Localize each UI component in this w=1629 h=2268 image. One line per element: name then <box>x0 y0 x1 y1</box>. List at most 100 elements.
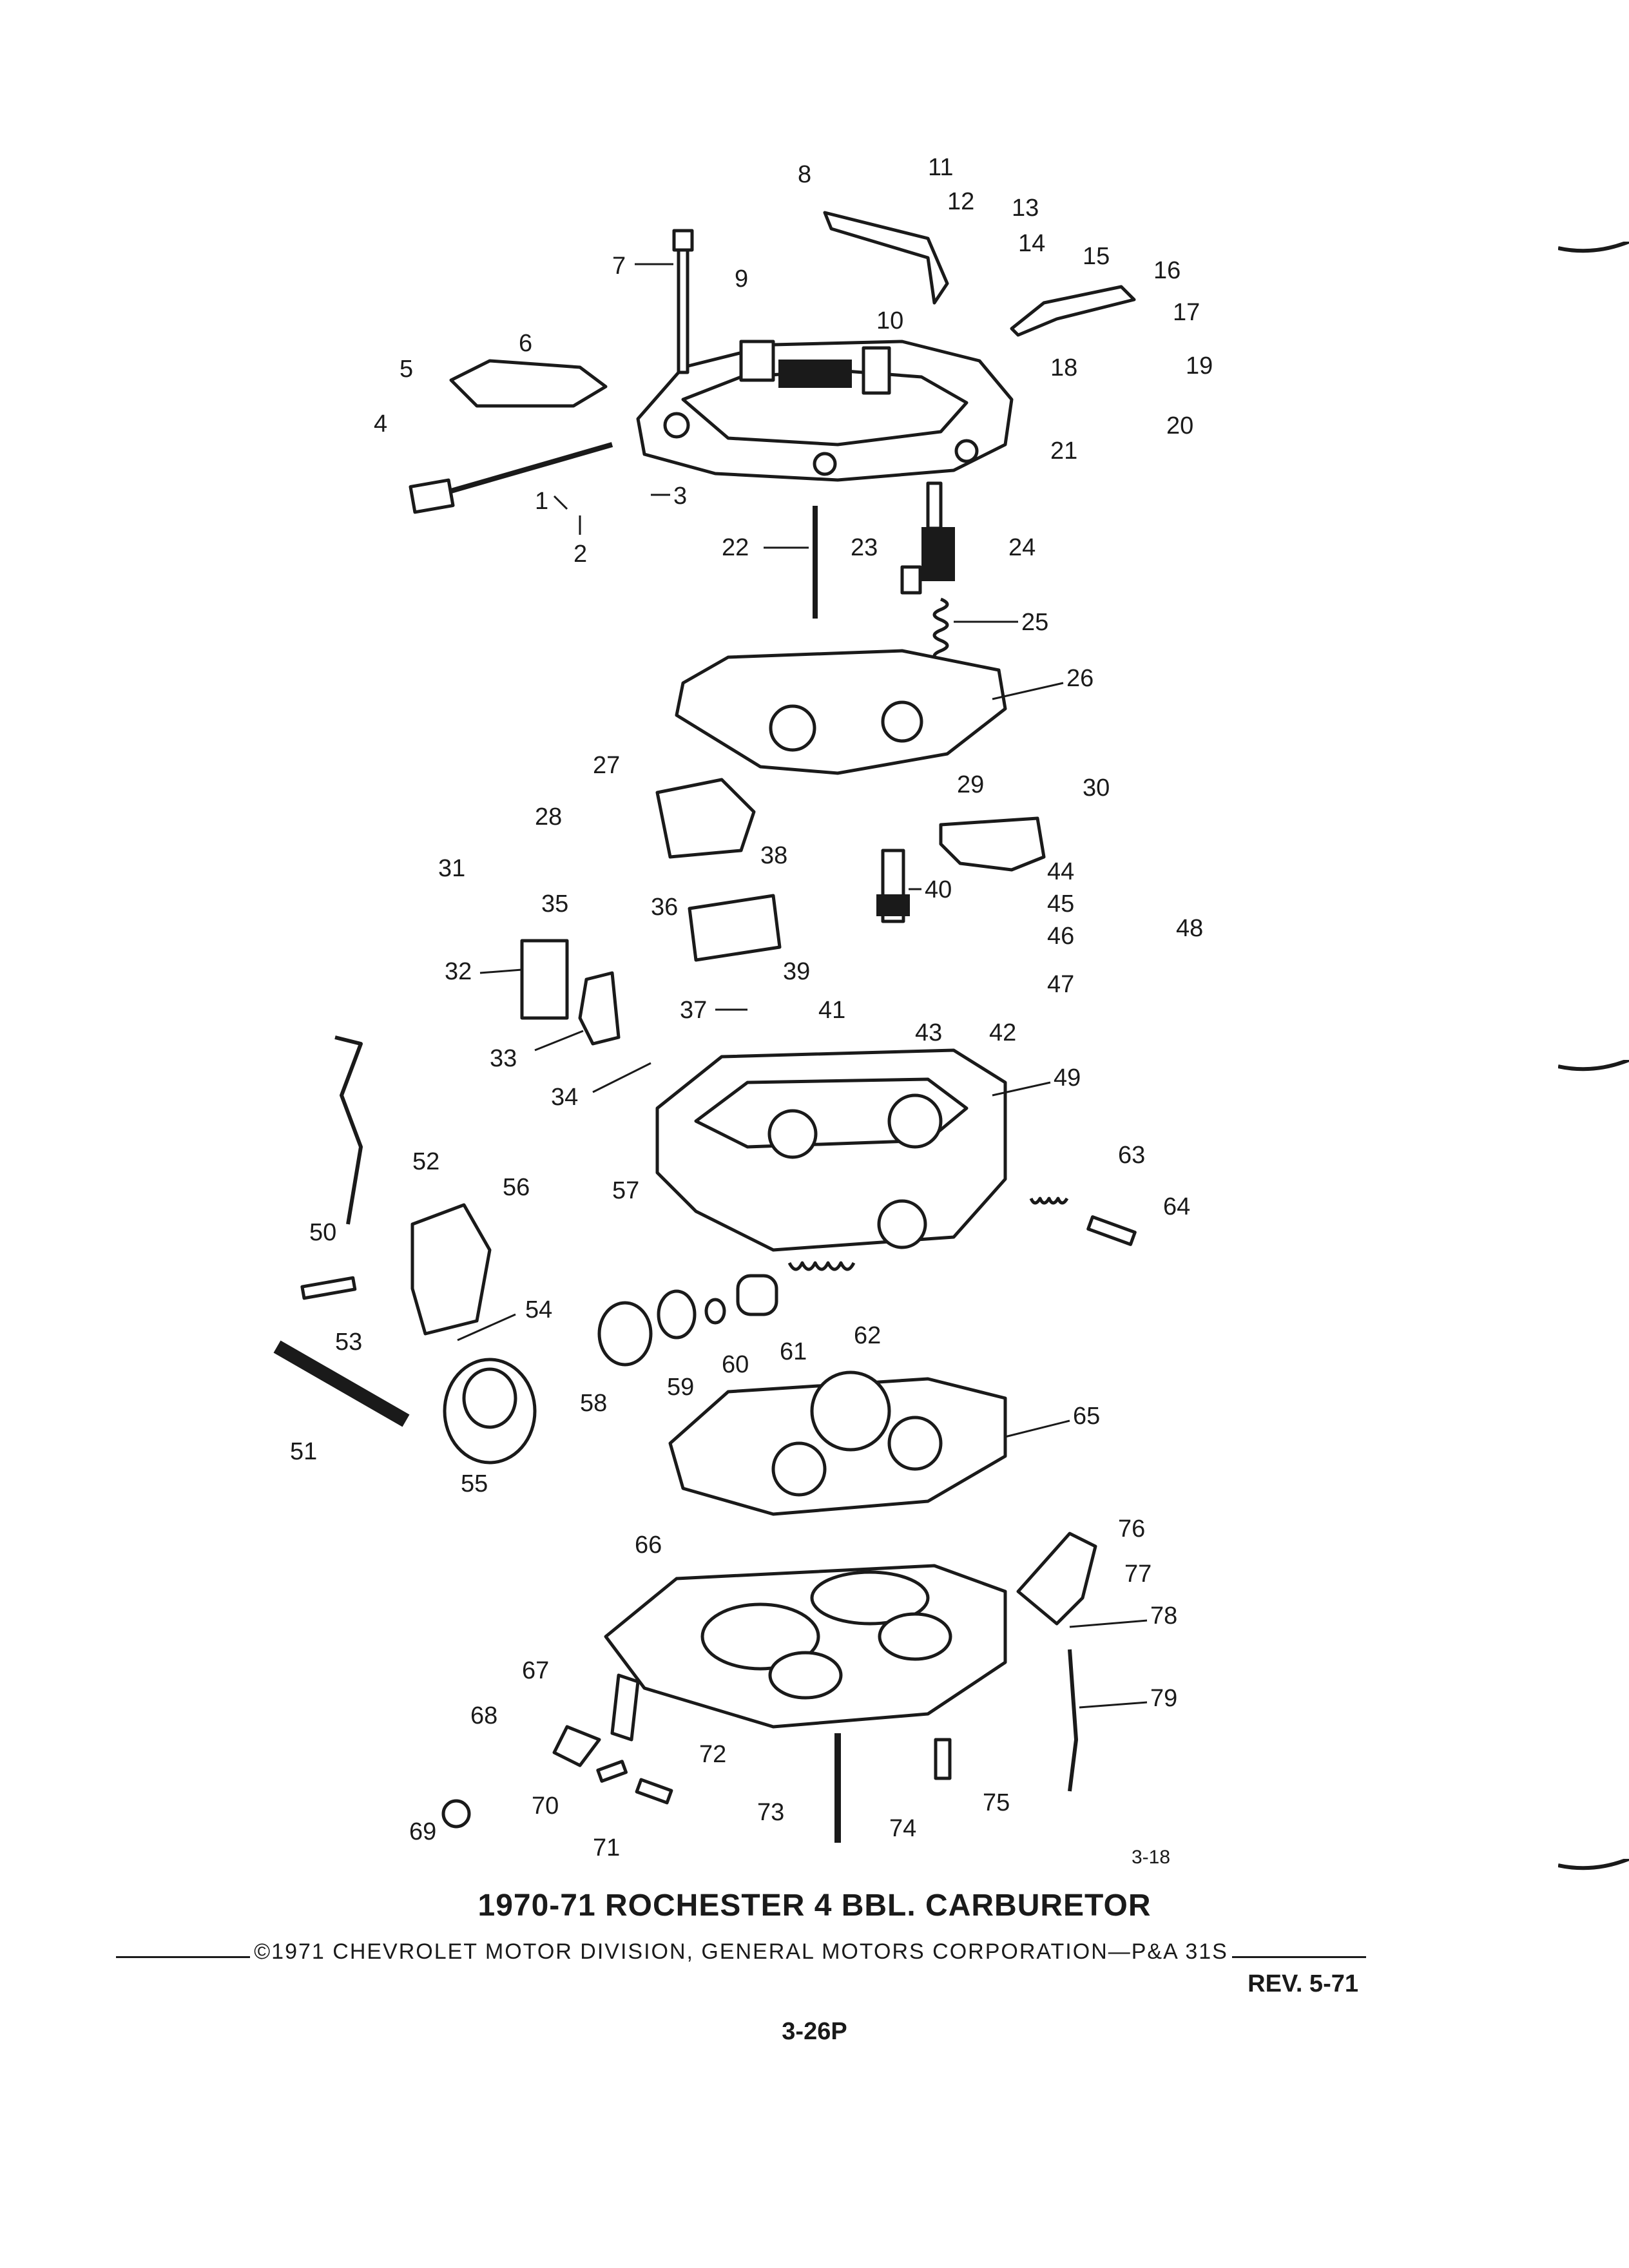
callout-33: 33 <box>490 1045 517 1072</box>
part-62-spring <box>787 1261 856 1271</box>
callout-6: 6 <box>519 330 532 357</box>
part-55-choke-cover <box>443 1358 537 1465</box>
callout-61: 61 <box>780 1338 807 1365</box>
callout-17: 17 <box>1173 299 1200 326</box>
callout-77: 77 <box>1124 1561 1152 1588</box>
part-12-lever <box>823 211 949 305</box>
callout-20: 20 <box>1166 412 1193 439</box>
part-69-clip <box>441 1799 471 1829</box>
callout-43: 43 <box>915 1019 942 1046</box>
part-1-choke-shaft <box>409 442 613 514</box>
rule-right <box>1231 1956 1366 1958</box>
callout-3: 3 <box>673 483 687 510</box>
part-24-power-piston <box>900 481 955 595</box>
callout-58: 58 <box>580 1390 607 1417</box>
figure-reference: 3-18 <box>1132 1847 1171 1868</box>
callout-72: 72 <box>699 1741 726 1768</box>
callout-23: 23 <box>851 534 878 561</box>
callout-66: 66 <box>635 1532 662 1559</box>
part-40-needle-seat <box>876 849 910 923</box>
callout-28: 28 <box>535 803 562 831</box>
part-32-gasket <box>520 939 569 1020</box>
part-75-screw <box>934 1738 952 1780</box>
callout-44: 44 <box>1047 858 1074 885</box>
part-66-throttle-body <box>604 1564 1007 1729</box>
callout-42: 42 <box>989 1019 1016 1046</box>
part-50-screw <box>300 1276 357 1300</box>
callout-10: 10 <box>876 307 903 334</box>
callout-19: 19 <box>1186 352 1213 380</box>
revision-label: REV. 5-71 <box>1248 1970 1358 1997</box>
part-36-baffle-plate <box>688 894 782 962</box>
callout-1: 1 <box>535 488 548 515</box>
callout-48: 48 <box>1176 915 1203 942</box>
callout-39: 39 <box>783 958 810 985</box>
callout-9: 9 <box>735 265 748 293</box>
callout-18: 18 <box>1050 354 1077 381</box>
callout-63: 63 <box>1118 1142 1145 1169</box>
callout-37: 37 <box>680 997 707 1024</box>
callout-74: 74 <box>889 1815 916 1842</box>
callout-35: 35 <box>541 890 568 918</box>
callout-70: 70 <box>532 1792 559 1820</box>
callout-47: 47 <box>1047 971 1074 998</box>
part-5-plate <box>449 359 608 408</box>
part-70-screw <box>596 1760 628 1783</box>
page-number: 3-26P <box>782 2018 847 2045</box>
callout-50: 50 <box>309 1219 336 1246</box>
part-59-gasket <box>657 1289 697 1340</box>
part-51-tube <box>273 1340 410 1427</box>
part-79-rod <box>1068 1649 1078 1792</box>
callout-22: 22 <box>722 534 749 561</box>
part-76-lever <box>1016 1532 1097 1626</box>
callout-55: 55 <box>461 1470 488 1497</box>
callout-12: 12 <box>947 188 974 215</box>
callout-2: 2 <box>574 541 587 568</box>
part-71-screw <box>635 1778 673 1805</box>
part-16-lever <box>1010 285 1136 337</box>
callout-30: 30 <box>1083 774 1110 802</box>
part-33-pump-lever <box>578 971 621 1046</box>
callout-75: 75 <box>983 1789 1010 1816</box>
callout-13: 13 <box>1012 195 1039 222</box>
callout-11: 11 <box>928 154 953 181</box>
rule-left <box>116 1956 258 1958</box>
callout-4: 4 <box>374 410 387 437</box>
callout-25: 25 <box>1021 609 1048 636</box>
part-63-spring <box>1029 1196 1069 1205</box>
margin-punch-mark <box>1558 1060 1629 1072</box>
callout-62: 62 <box>854 1322 881 1349</box>
part-67-lever <box>552 1725 601 1767</box>
callout-56: 56 <box>503 1174 530 1201</box>
callout-59: 59 <box>667 1374 694 1401</box>
callout-41: 41 <box>818 997 845 1024</box>
callout-14: 14 <box>1018 230 1045 257</box>
part-30-float <box>939 816 1046 872</box>
part-49-float-bowl <box>655 1048 1007 1252</box>
part-64-screw <box>1086 1215 1137 1246</box>
callout-69: 69 <box>409 1818 436 1845</box>
callout-78: 78 <box>1150 1602 1177 1629</box>
callout-54: 54 <box>525 1296 552 1323</box>
part-26-gasket <box>675 649 1007 775</box>
callout-67: 67 <box>522 1657 549 1684</box>
callout-36: 36 <box>651 894 678 921</box>
callout-16: 16 <box>1153 257 1181 284</box>
callout-60: 60 <box>722 1351 749 1378</box>
part-52-choke-housing <box>410 1203 492 1336</box>
part-72-lever <box>610 1673 640 1742</box>
callout-76: 76 <box>1118 1515 1145 1542</box>
callout-7: 7 <box>612 253 626 280</box>
callout-79: 79 <box>1150 1685 1177 1712</box>
callout-51: 51 <box>290 1438 317 1465</box>
part-58-fitting <box>597 1301 653 1367</box>
callout-68: 68 <box>470 1702 497 1729</box>
callout-34: 34 <box>551 1084 578 1111</box>
callout-45: 45 <box>1047 890 1074 918</box>
callout-49: 49 <box>1054 1064 1081 1091</box>
callout-32: 32 <box>445 958 472 985</box>
callout-8: 8 <box>798 161 811 188</box>
part-27-baffle <box>655 778 756 859</box>
part-60-gasket <box>704 1298 726 1325</box>
